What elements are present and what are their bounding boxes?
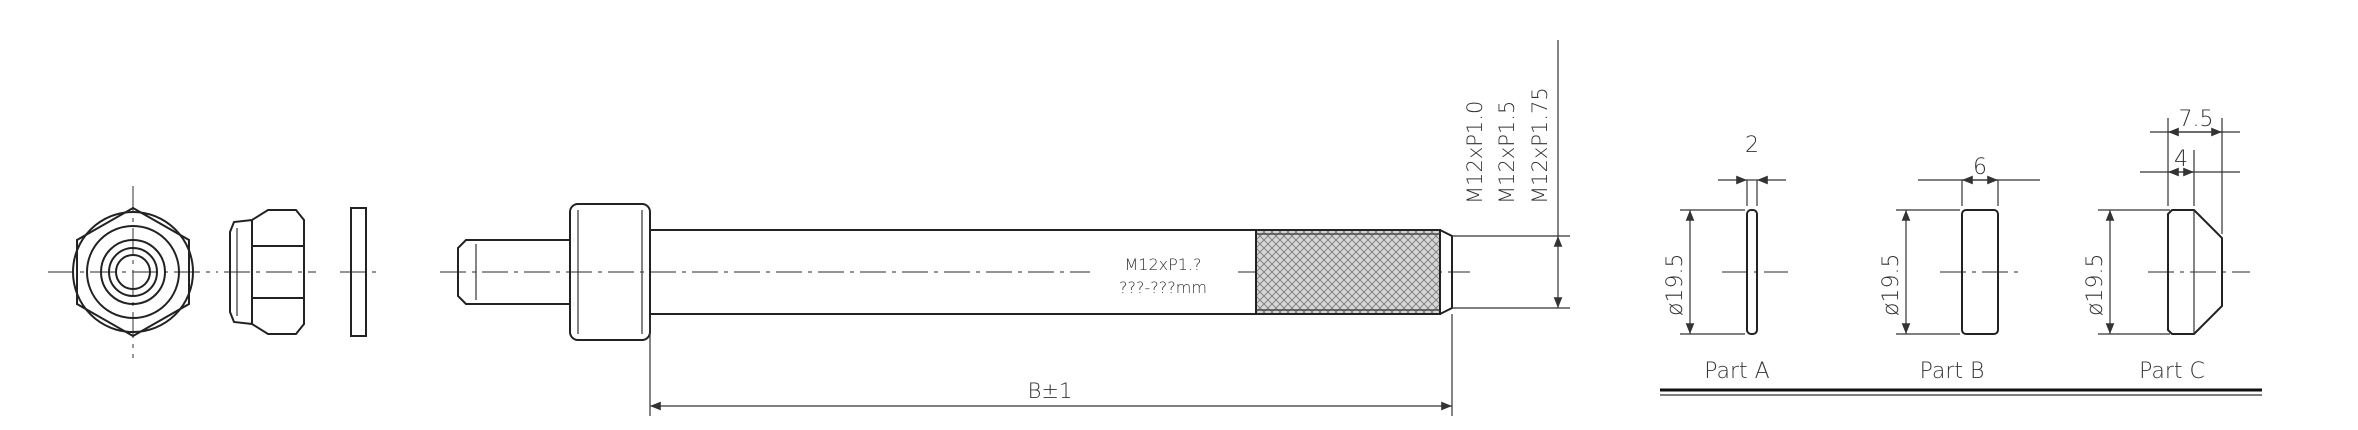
part-b-width: 6 <box>1973 155 1987 180</box>
nut-front-view <box>48 186 218 358</box>
bolt-view: M12xP1.? ???-???mm <box>440 203 1470 341</box>
bolt-thread-label: M12xP1.? <box>1124 255 1201 274</box>
part-c-diameter: ø19.5 <box>2083 254 2108 316</box>
part-b-label: Part B <box>1920 359 1985 384</box>
part-c-label: Part C <box>2139 359 2205 384</box>
part-b-diameter: ø19.5 <box>1879 254 1904 316</box>
part-c-width: 4 <box>2174 147 2188 172</box>
part-b: 6 ø19.5 Part B <box>1879 155 2040 384</box>
washer-side-view <box>340 207 376 337</box>
thread-dimension: M12xP1.0 M12xP1.5 M12xP1.75 <box>1452 40 1570 309</box>
part-a-label: Part A <box>1704 359 1769 384</box>
thread-section <box>1255 229 1441 315</box>
part-a-diameter: ø19.5 <box>1663 254 1688 316</box>
part-a: 2 ø19.5 Part A <box>1663 133 1788 384</box>
thread-option-1: M12xP1.0 <box>1463 101 1487 204</box>
nut-side-view <box>224 209 316 335</box>
length-dim-label: B±1 <box>1028 379 1073 403</box>
thread-option-2: M12xP1.5 <box>1495 101 1519 204</box>
part-c-outer-width: 7.5 <box>2179 107 2214 132</box>
part-c: 4 7.5 ø19.5 Part C <box>2083 107 2250 384</box>
length-dimension: B±1 <box>649 314 1453 416</box>
bolt-length-label: ???-???mm <box>1119 278 1207 297</box>
part-a-width: 2 <box>1745 133 1759 158</box>
thread-option-3: M12xP1.75 <box>1528 87 1552 204</box>
